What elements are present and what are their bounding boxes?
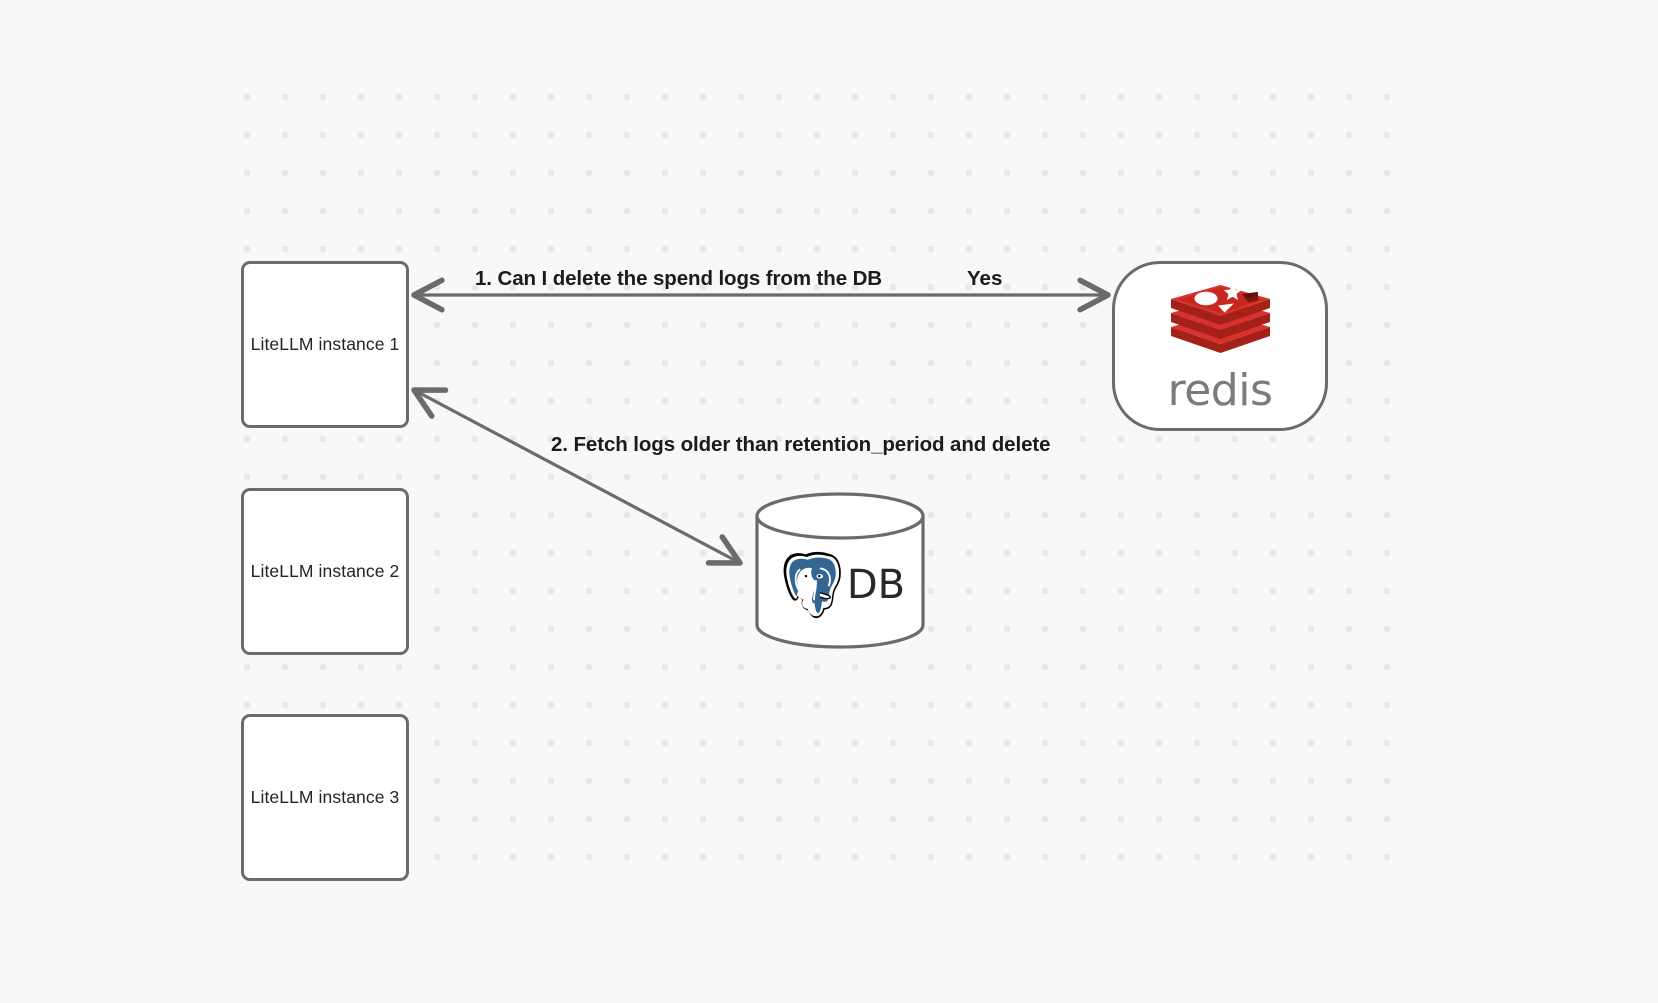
node-label: LiteLLM instance 3 [250,786,400,807]
node-label: LiteLLM instance 2 [250,560,400,581]
node-litellm-instance-1[interactable]: LiteLLM instance 1 [241,261,409,428]
node-redis[interactable]: redis [1112,261,1328,431]
edge-llm1-to-db [411,387,743,566]
edge-label-yes: Yes [967,267,1003,290]
edge-label-step-1: 1. Can I delete the spend logs from the … [475,267,883,290]
database-cylinder-shape [755,492,925,649]
node-label: LiteLLM instance 1 [250,333,400,354]
redis-stack-logo-icon [1170,284,1270,353]
node-database[interactable]: DB [754,492,926,649]
postgresql-elephant-logo-icon [783,551,841,618]
node-litellm-instance-2[interactable]: LiteLLM instance 2 [241,488,409,655]
redis-wordmark: redis [1167,365,1273,416]
node-litellm-instance-3[interactable]: LiteLLM instance 3 [241,714,409,881]
edge-label-step-2: 2. Fetch logs older than retention_perio… [551,433,1051,456]
database-label: DB [846,561,906,608]
